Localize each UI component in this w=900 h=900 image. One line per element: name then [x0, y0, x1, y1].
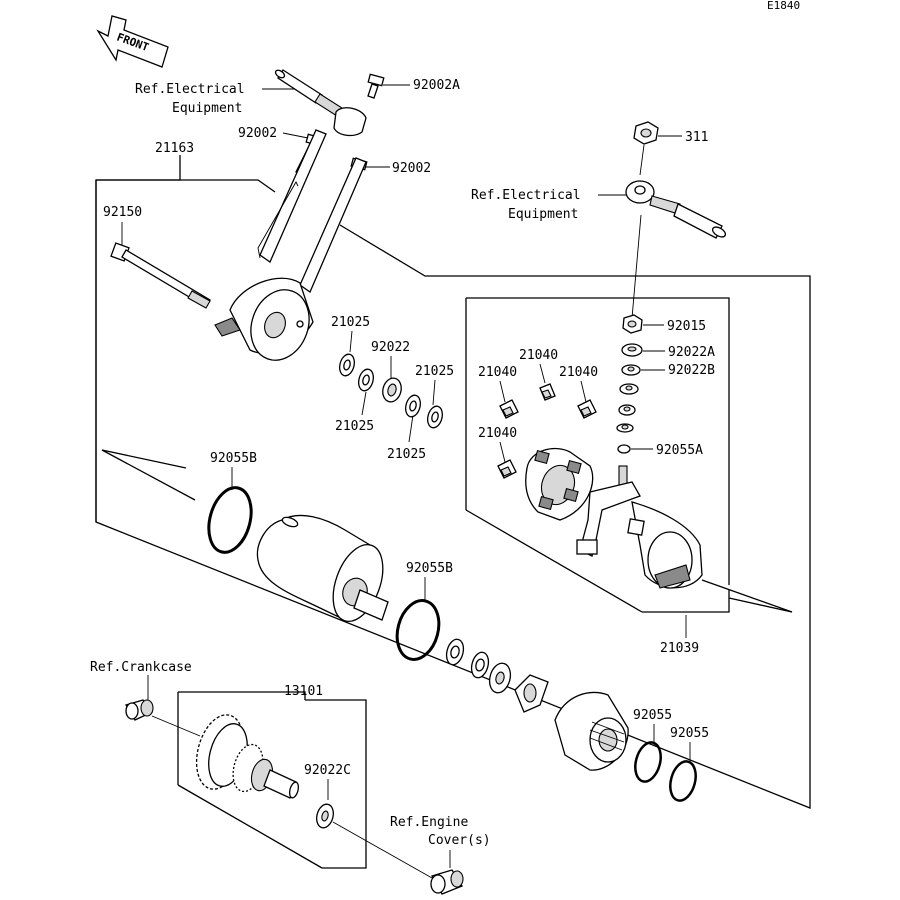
part-311: 311	[685, 130, 708, 145]
part-92150: 92150	[103, 205, 142, 220]
washer-92022	[382, 377, 402, 403]
o-ring-92055B-b	[395, 599, 441, 661]
part-92022B: 92022B	[668, 363, 715, 378]
shim-lower-a	[445, 638, 465, 666]
part-21025-a: 21025	[331, 315, 370, 330]
part-21025-d: 21025	[387, 447, 426, 462]
ref-crankcase: Ref.Crankcase	[90, 660, 192, 675]
o-ring-92055-b	[669, 760, 697, 802]
o-ring-92055A	[617, 444, 631, 454]
ref-electrical-right-line2: Equipment	[508, 207, 578, 222]
part-21025-b: 21025	[415, 364, 454, 379]
shim-21025-b	[427, 405, 443, 429]
part-21040-a: 21040	[519, 348, 558, 363]
nut-311	[633, 121, 659, 145]
brush-21040-b	[499, 399, 519, 419]
washer-92022C	[316, 803, 334, 829]
ref-electrical-right-line1: Ref.Electrical	[471, 188, 581, 203]
bushing-engine-cover	[430, 869, 464, 895]
part-92055A: 92055A	[656, 443, 703, 458]
part-21025-c: 21025	[335, 419, 374, 434]
brush-frame-21039	[465, 297, 793, 613]
rear-housing	[214, 129, 367, 361]
part-92055-a: 92055	[633, 708, 672, 723]
starter-clutch-gear	[195, 714, 300, 799]
starter-cable	[274, 69, 367, 137]
part-92055B-a: 92055B	[210, 451, 257, 466]
shim-21025-c	[358, 368, 374, 392]
long-bolt-92150	[110, 242, 211, 309]
washer-92022B	[621, 364, 641, 376]
part-21040-c: 21040	[559, 365, 598, 380]
ref-electrical-top-line1: Ref.Electrical	[135, 82, 245, 97]
brush-21040-d	[497, 459, 517, 479]
part-92022: 92022	[371, 340, 410, 355]
frame-13101	[177, 691, 367, 869]
bolt-92002A	[367, 73, 385, 99]
yoke-armature	[256, 514, 389, 622]
seal-plate	[514, 674, 549, 713]
ref-engine-cover-line1: Ref.Engine	[390, 815, 468, 830]
nut-92015	[622, 314, 643, 334]
part-92015: 92015	[667, 319, 706, 334]
diagram-code: E1840	[767, 0, 800, 12]
o-ring-92055B-a	[207, 486, 253, 554]
washer-lower	[488, 662, 512, 694]
part-92002-left: 92002	[238, 126, 277, 141]
washer-stack	[616, 383, 639, 433]
part-92055B-b: 92055B	[406, 561, 453, 576]
part-21040-b: 21040	[478, 365, 517, 380]
brush-21040-c	[577, 399, 597, 419]
shim-lower-b	[470, 651, 490, 679]
ref-engine-cover-line2: Cover(s)	[428, 833, 491, 848]
part-21039: 21039	[660, 641, 699, 656]
part-92022C: 92022C	[304, 763, 351, 778]
assembly-frame-21163	[95, 155, 811, 809]
brush-plate	[525, 447, 594, 521]
part-92022A: 92022A	[668, 345, 715, 360]
washer-92022A	[621, 343, 643, 357]
ref-electrical-top-line2: Equipment	[172, 101, 242, 116]
part-92055-b: 92055	[670, 726, 709, 741]
part-92002A: 92002A	[413, 78, 460, 93]
bushing-crankcase	[125, 699, 154, 721]
front-arrow-icon: FRONT	[96, 15, 169, 68]
part-21163: 21163	[155, 141, 194, 156]
brush-holder	[576, 465, 703, 589]
shim-21025-a	[339, 353, 355, 377]
shim-21025-d	[405, 394, 421, 418]
terminal-cable	[625, 180, 727, 239]
brush-21040-a	[539, 383, 556, 401]
part-21040-d: 21040	[478, 426, 517, 441]
o-ring-92055-a	[634, 741, 662, 783]
part-92002-right: 92002	[392, 161, 431, 176]
front-cover	[554, 691, 629, 771]
